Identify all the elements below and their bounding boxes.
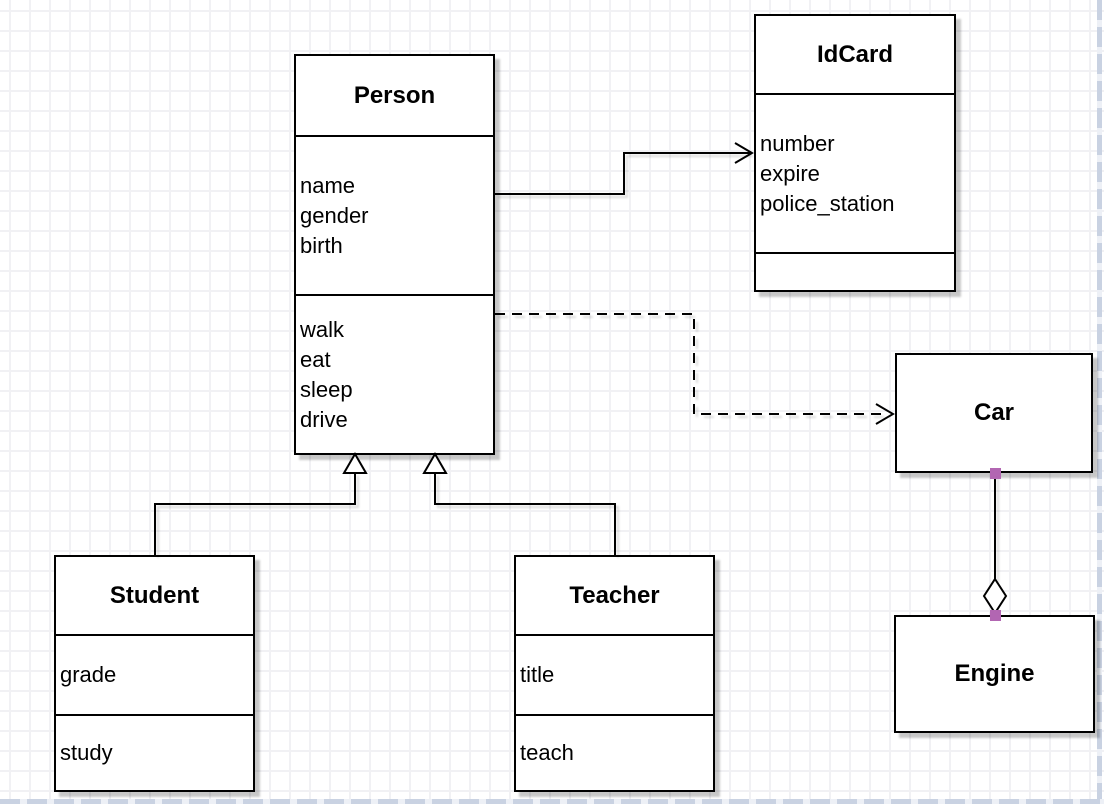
class-student[interactable]: Student grade study xyxy=(54,555,255,792)
class-student-title: Student xyxy=(56,557,253,636)
class-engine[interactable]: Engine xyxy=(894,615,1095,733)
class-teacher-title: Teacher xyxy=(516,557,713,636)
class-person-title: Person xyxy=(296,56,493,137)
connector-dependency-person-car[interactable] xyxy=(495,313,895,425)
connector-aggregation-car-engine[interactable] xyxy=(982,468,1008,621)
connector-generalization-student-person[interactable] xyxy=(154,452,368,555)
class-person-methods: walk eat sleep drive xyxy=(296,296,493,453)
attribute: birth xyxy=(300,232,343,258)
method: drive xyxy=(300,406,348,432)
class-person[interactable]: Person name gender birth walk eat sleep … xyxy=(294,54,495,455)
class-idcard-title: IdCard xyxy=(756,16,954,95)
class-teacher-attributes: title xyxy=(516,636,713,716)
class-idcard-methods xyxy=(756,254,954,290)
attribute: name xyxy=(300,172,356,198)
attribute: gender xyxy=(300,202,369,228)
attribute: grade xyxy=(60,662,117,687)
attribute: number xyxy=(760,130,835,156)
class-engine-title: Engine xyxy=(954,660,1035,687)
class-teacher[interactable]: Teacher title teach xyxy=(514,555,715,792)
method: walk xyxy=(300,316,345,342)
class-student-methods: study xyxy=(56,716,253,790)
hollow-triangle-arrowhead xyxy=(422,452,448,474)
class-idcard[interactable]: IdCard number expire police_station xyxy=(754,14,956,292)
class-idcard-attributes: number expire police_station xyxy=(756,95,954,254)
method: study xyxy=(60,740,113,765)
page-break-horizontal xyxy=(0,799,1104,804)
method: eat xyxy=(300,346,331,372)
attribute: expire xyxy=(760,160,820,186)
class-car[interactable]: Car xyxy=(895,353,1093,473)
connector-association-person-idcard[interactable] xyxy=(495,142,754,195)
class-teacher-methods: teach xyxy=(516,716,713,790)
class-person-attributes: name gender birth xyxy=(296,137,493,296)
hollow-diamond-arrowhead xyxy=(982,577,1008,615)
connector-generalization-teacher-person[interactable] xyxy=(422,452,616,555)
hollow-triangle-arrowhead xyxy=(342,452,368,474)
class-student-attributes: grade xyxy=(56,636,253,716)
page-break-vertical xyxy=(1097,0,1102,804)
class-car-title: Car xyxy=(973,399,1015,426)
method: sleep xyxy=(300,376,353,402)
method: teach xyxy=(520,740,574,765)
attribute: police_station xyxy=(760,190,895,216)
attribute: title xyxy=(520,662,555,687)
